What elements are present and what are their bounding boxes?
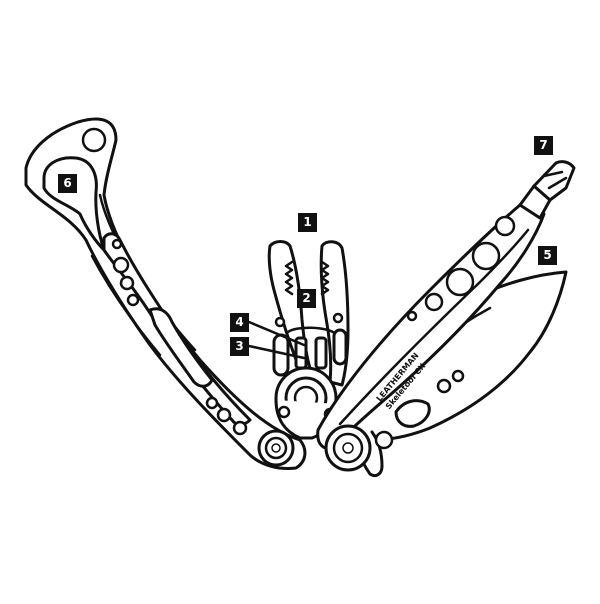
callout-1: 1 xyxy=(298,213,317,232)
callout-6: 6 xyxy=(58,174,77,193)
left-handle-top-hole xyxy=(81,127,107,153)
callout-5: 5 xyxy=(538,246,557,265)
callout-2: 2 xyxy=(297,289,316,308)
callout-7: 7 xyxy=(534,136,553,155)
left-handle xyxy=(24,117,307,470)
callout-4: 4 xyxy=(230,313,249,332)
leader-line-3 xyxy=(247,344,306,360)
callout-3: 3 xyxy=(230,337,249,356)
leader-line-4 xyxy=(247,320,306,347)
